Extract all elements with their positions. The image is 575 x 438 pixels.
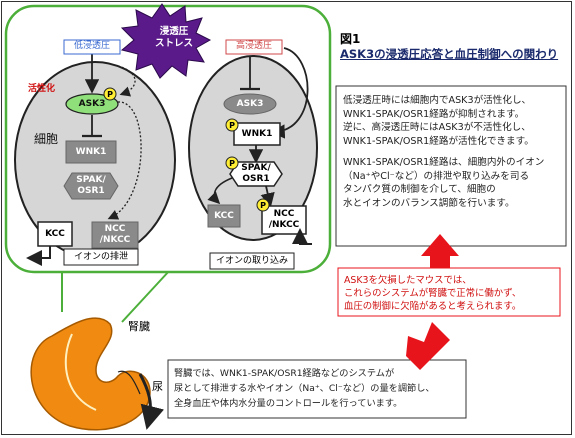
left-kcc-label: KCC — [45, 229, 65, 239]
left-kcc-transporter — [37, 221, 73, 247]
left-wnk1-label: WNK1 — [75, 147, 107, 157]
kidney-icon — [30, 317, 151, 431]
left-ncc-transporter — [91, 221, 139, 249]
left-spak-label: SPAK/ OSR1 — [76, 175, 106, 196]
explanation-bottom-text: 腎臓では、WNK1-SPAK/OSR1経路などのシステムが 尿として排泄する水や… — [174, 368, 435, 409]
red-arrow-down — [406, 322, 450, 370]
right-ncc-transporter — [261, 205, 307, 235]
left-ncc-label: NCC /NKCC — [99, 224, 131, 245]
right-footer-label: イオンの取り込み — [215, 256, 288, 266]
left-footer-box — [63, 248, 139, 266]
left-spak-node — [63, 172, 119, 200]
cell-label: 細胞 — [34, 132, 59, 146]
left-ask3-label: ASK3 — [78, 99, 106, 109]
red-arrow-up — [421, 234, 459, 268]
stress-burst-icon — [120, 3, 212, 79]
urine-arrow — [138, 373, 165, 430]
left-ask3-node — [65, 93, 119, 115]
figure-number: 図1 — [340, 32, 361, 46]
callout-line-2 — [121, 269, 171, 323]
explanation-mid-text: ASK3を欠損したマウスでは、 これらのシステムが腎臓で正常に働かず、 血圧の制… — [344, 275, 522, 312]
right-kcc-transporter — [207, 204, 241, 228]
stress-label: 浸透圧 ストレス — [154, 26, 193, 49]
right-ask3-node — [223, 93, 277, 115]
right-cell-body — [188, 55, 318, 241]
urine-label: 尿 — [152, 380, 163, 393]
high-osm-box — [225, 39, 283, 55]
low-osm-box — [63, 39, 121, 55]
phospho-p-2: P — [229, 121, 235, 130]
explanation-top-text: 低浸透圧時には細胞内でASK3が活性化し、 WNK1-SPAK/OSR1経路が抑… — [343, 95, 545, 209]
left-wnk1-node — [65, 140, 117, 164]
phospho-p-3: P — [229, 159, 235, 168]
right-wnk1-label: WNK1 — [241, 129, 273, 139]
low-osm-label: 低浸透圧 — [73, 41, 110, 51]
explanation-mid-box — [337, 267, 561, 317]
right-wnk1-node — [233, 122, 281, 146]
phospho-p-4: P — [260, 201, 266, 210]
right-ncc-label: NCC /NKCC — [268, 209, 300, 230]
left-footer-label: イオンの排泄 — [73, 252, 128, 262]
figure-title: ASK3の浸透圧応答と血圧制御への関わり — [340, 47, 559, 61]
phospho-p-1: P — [107, 90, 113, 99]
right-footer-box — [209, 252, 295, 270]
right-kcc-label: KCC — [214, 211, 234, 221]
explanation-top-box — [335, 85, 567, 247]
right-ask3-label: ASK3 — [236, 99, 264, 109]
explanation-bottom-box — [167, 359, 467, 419]
phospho-icons — [103, 87, 270, 212]
high-osm-label: 高浸透圧 — [235, 41, 272, 51]
right-spak-label: SPAK/ OSR1 — [241, 163, 271, 184]
activation-label: 活性化 — [28, 84, 56, 94]
kidney-label: 腎臓 — [128, 320, 150, 333]
